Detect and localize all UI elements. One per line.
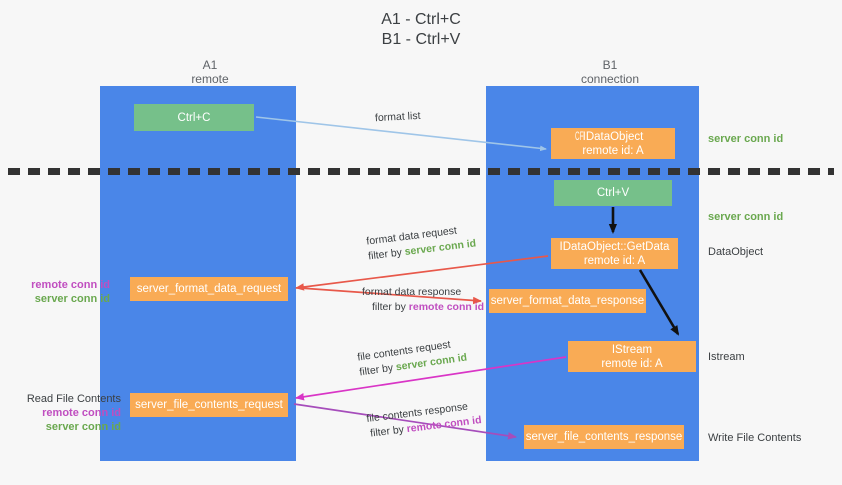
annotation-read-file-contents: Read File Contents — [26, 393, 121, 405]
title-line-1: A1 - Ctrl+C — [381, 11, 461, 28]
edge-label-format-data-response-filter: filter by remote conn id — [362, 300, 484, 315]
lane-header-b1-sub: connection — [580, 72, 640, 86]
box-ctrl-v[interactable]: Ctrl+V — [554, 180, 672, 206]
edge-label-format-list: format list — [375, 109, 421, 126]
box-ctrl-v-label: Ctrl+V — [596, 187, 630, 199]
box-istream[interactable]: IStream remote id: A — [568, 341, 696, 372]
box-idataobject-title: CF IDataObject — [575, 130, 644, 144]
lane-header-a1: A1 remote — [120, 58, 300, 86]
annotation-server-conn-id: server conn id — [45, 421, 121, 433]
box-idataobject-overlap-text: CF — [574, 130, 584, 143]
page-title: A1 - Ctrl+C B1 - Ctrl+V — [0, 10, 842, 50]
box-server-file-contents-response[interactable]: server_file_contents_response — [524, 425, 684, 449]
box-ctrl-c-label: Ctrl+C — [177, 111, 211, 124]
dashed-divider — [8, 168, 834, 175]
annotation-server-conn-id-top: server conn id — [708, 133, 784, 145]
box-server-file-contents-response-label: server_file_contents_response — [525, 431, 683, 443]
title-line-2: B1 - Ctrl+V — [381, 31, 461, 48]
annotation-read-file-contents-group: Read File Contents remote conn id server… — [6, 392, 121, 434]
filter-by-text: filter by — [369, 423, 405, 440]
box-server-format-data-request[interactable]: server_format_data_request — [130, 277, 288, 301]
annotation-server-conn-id-mid: server conn id — [708, 211, 784, 223]
edge-label-format-data-request: format data request filter by server con… — [366, 221, 477, 264]
annotation-dataobject: DataObject — [708, 246, 764, 258]
edge-label-format-data-response-text: format data response — [362, 286, 462, 298]
lane-header-a1-sub: remote — [191, 72, 229, 86]
box-idataobject-remote-id: remote id: A — [582, 144, 644, 157]
box-server-format-data-request-label: server_format_data_request — [136, 283, 282, 295]
box-istream-title: IStream — [611, 343, 653, 356]
annotation-write-file-contents: Write File Contents — [708, 432, 802, 444]
filter-by-text: filter by — [367, 246, 403, 263]
annotation-remote-conn-id: remote conn id — [31, 279, 110, 291]
edge-label-file-contents-response: file contents response filter by remote … — [366, 398, 483, 442]
lane-header-a1-name: A1 — [202, 58, 218, 72]
box-idataobject-getdata[interactable]: IDataObject::GetData remote id: A — [551, 238, 678, 269]
box-ctrl-c[interactable]: Ctrl+C — [134, 104, 254, 131]
remote-conn-id-text: remote conn id — [408, 301, 485, 313]
lane-header-b1: B1 connection — [520, 58, 700, 86]
box-idataobject-title-text: IDataObject — [582, 130, 644, 143]
box-server-file-contents-request[interactable]: server_file_contents_request — [130, 393, 288, 417]
box-getdata-title: IDataObject::GetData — [559, 240, 670, 253]
edge-label-format-list-text: format list — [374, 109, 421, 125]
edge-label-file-contents-request: file contents request filter by server c… — [356, 336, 468, 381]
edge-label-format-data-response: format data response filter by remote co… — [362, 285, 484, 315]
box-server-file-contents-request-label: server_file_contents_request — [135, 399, 283, 411]
annotation-istream: Istream — [708, 351, 745, 363]
lane-header-b1-name: B1 — [602, 58, 618, 72]
box-server-format-data-response-label: server_format_data_response — [490, 295, 645, 307]
annotation-remote-conn-id: remote conn id — [42, 407, 121, 419]
box-istream-remote-id: remote id: A — [601, 357, 663, 370]
filter-by-text: filter by — [358, 361, 394, 379]
annotation-conn-ids-upper: remote conn id server conn id — [10, 278, 110, 306]
annotation-server-conn-id: server conn id — [34, 293, 110, 305]
box-getdata-remote-id: remote id: A — [583, 254, 646, 267]
filter-by-text: filter by — [372, 301, 406, 313]
box-server-format-data-response[interactable]: server_format_data_response — [489, 289, 646, 313]
box-idataobject[interactable]: CF IDataObject remote id: A — [551, 128, 675, 159]
